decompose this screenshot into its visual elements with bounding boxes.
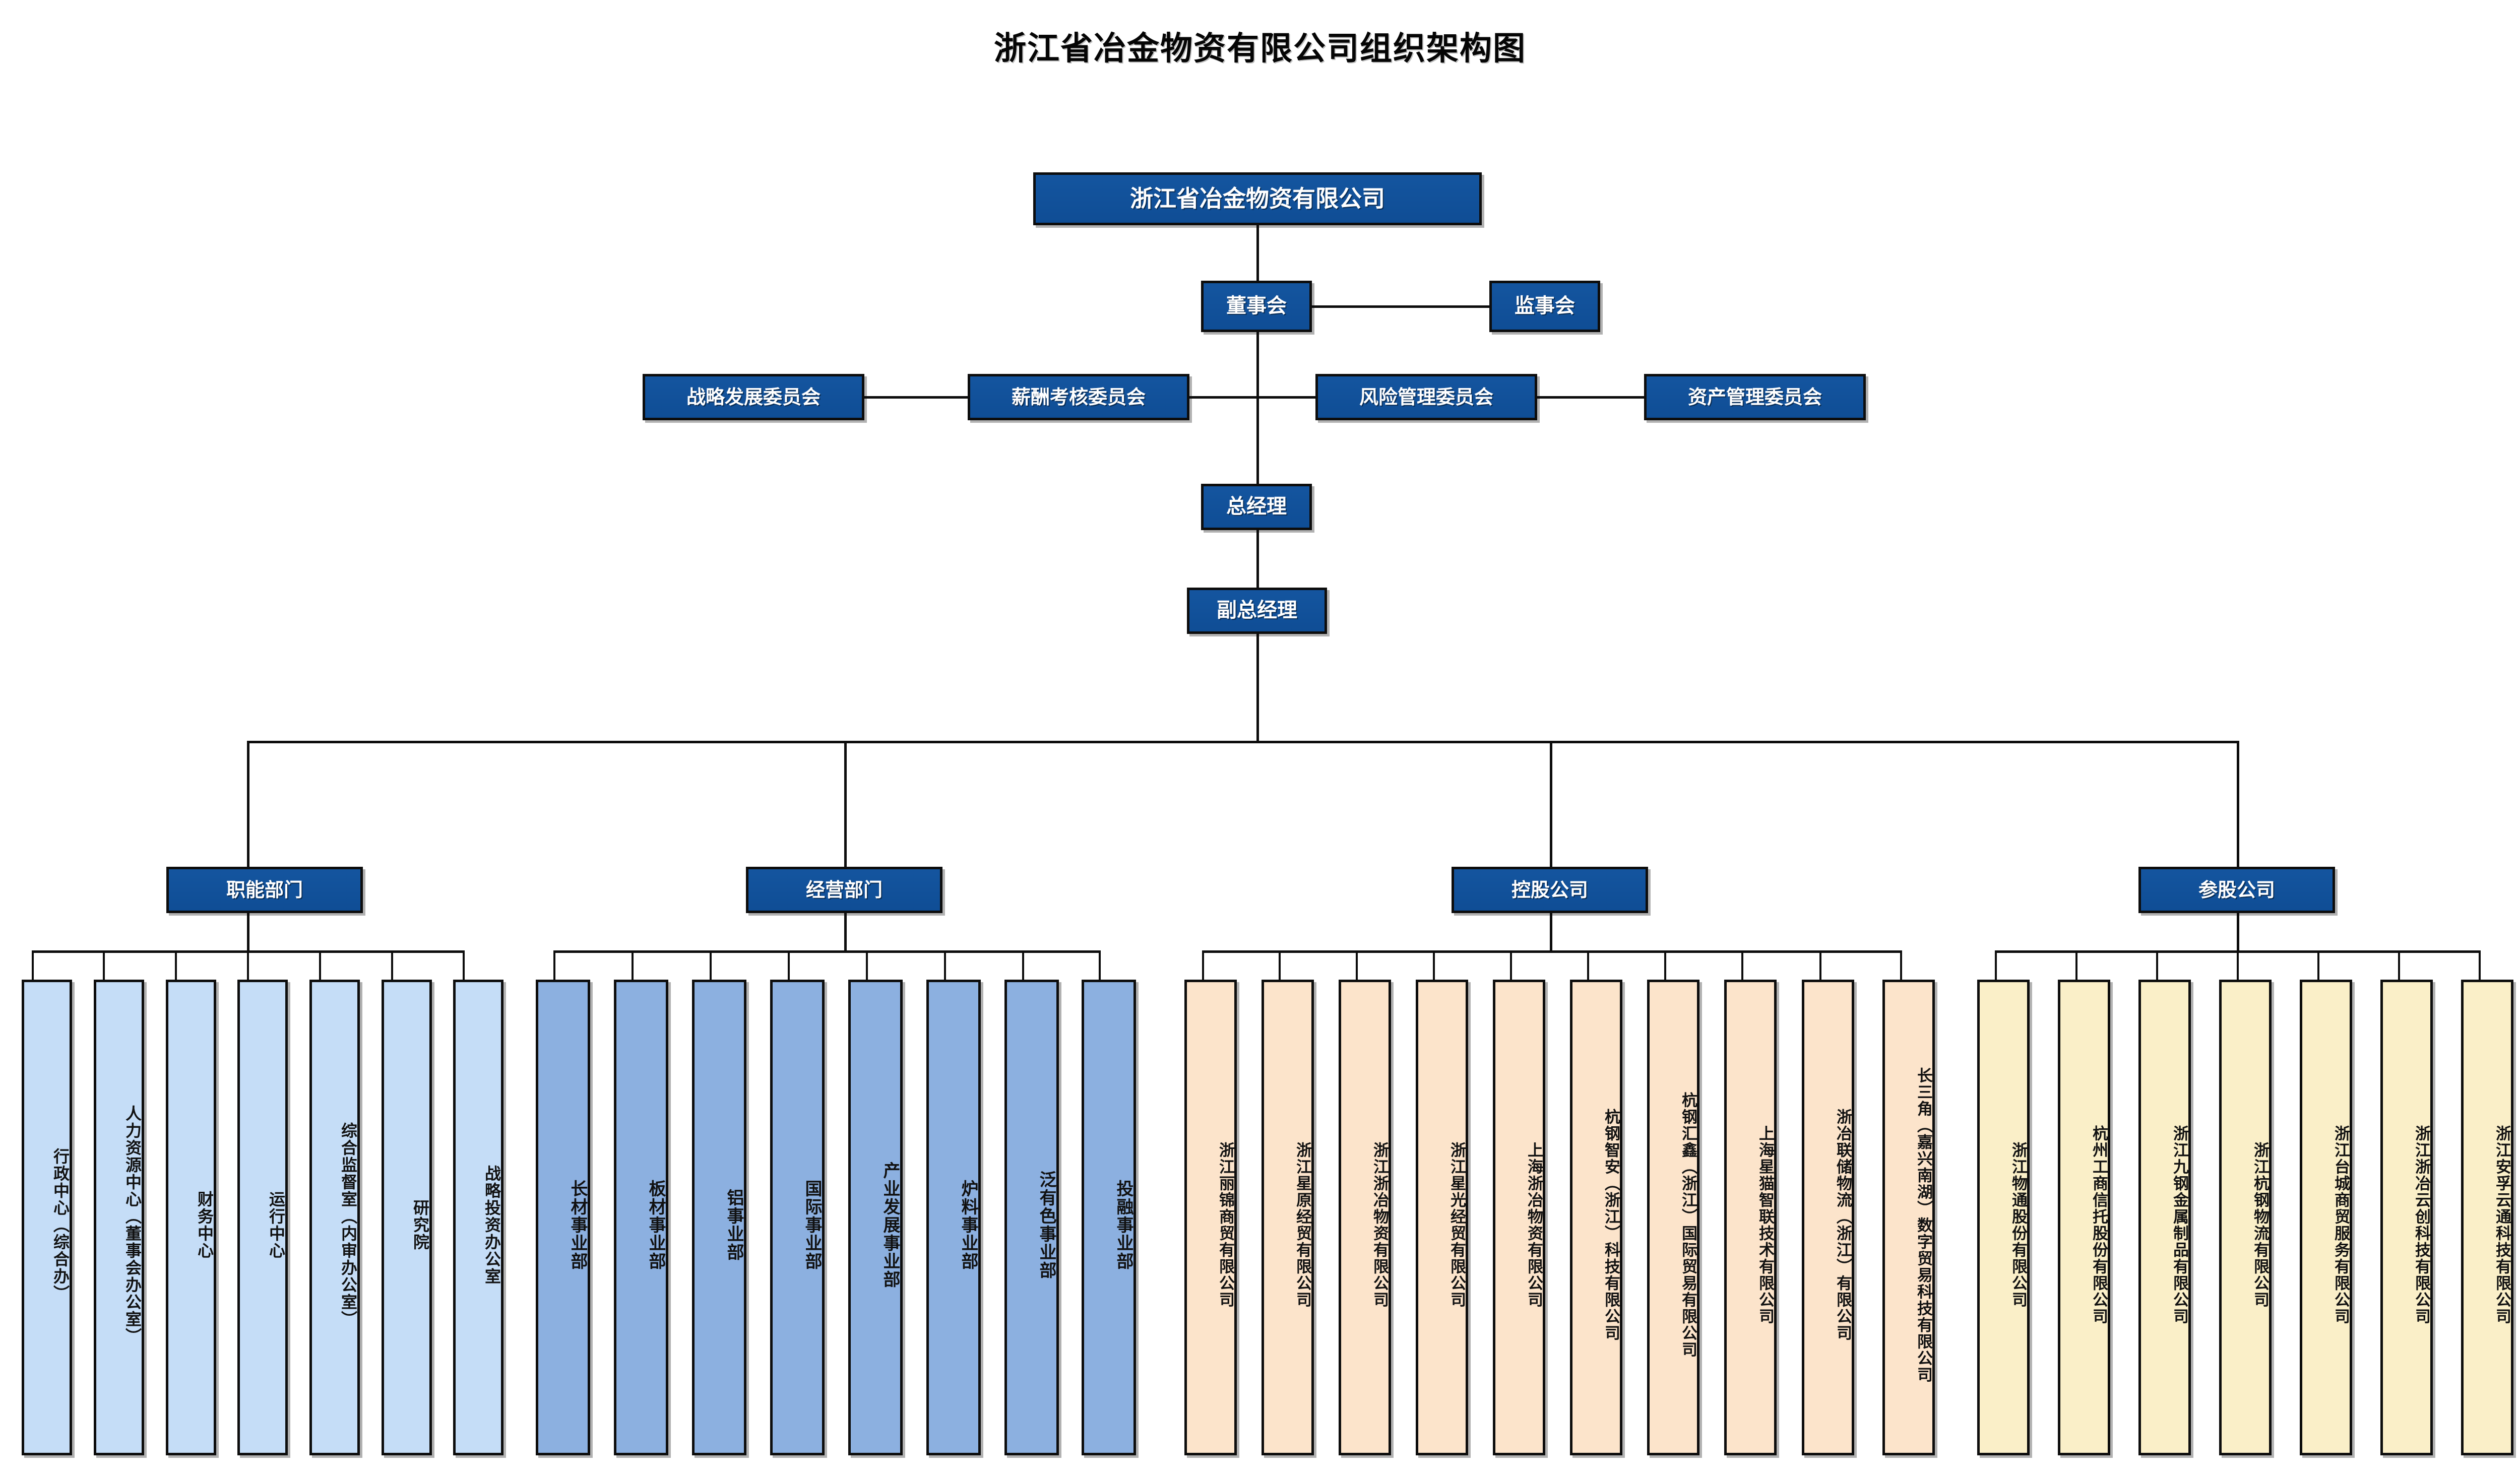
holding-company-zheye-lianchu-logistics[interactable]: 浙冶联储物流（浙江）有限公司	[1802, 980, 1854, 1455]
holding-company-yangtze-delta-digital-trade[interactable]: 长三角（嘉兴南湖）数字贸易科技有限公司	[1882, 980, 1935, 1455]
connector-bus-to-holding	[1550, 741, 1552, 867]
connector-company-board	[1256, 225, 1259, 281]
connector-holding-drop-4	[1510, 950, 1512, 981]
connector-business-drop-5	[944, 950, 946, 981]
company-root-box[interactable]: 浙江省冶金物资有限公司	[1033, 172, 1482, 225]
connector-board-supervisors	[1312, 305, 1489, 308]
business-dept-investment-financing[interactable]: 投融事业部	[1082, 980, 1136, 1455]
holding-company-shanghai-zheye[interactable]: 上海浙冶物资有限公司	[1493, 980, 1545, 1455]
connector-bus-to-participating	[2237, 741, 2239, 867]
connector-bus-to-functional	[247, 741, 249, 867]
holding-company-xingyuan-trade[interactable]: 浙江星原经贸有限公司	[1262, 980, 1314, 1455]
holding-company-zheye-materials[interactable]: 浙江浙冶物资有限公司	[1339, 980, 1391, 1455]
connector-board-to-gm	[1256, 332, 1259, 488]
business-dept-nonferrous[interactable]: 泛有色事业部	[1004, 980, 1059, 1455]
connector-business-bus	[553, 950, 1100, 953]
board-of-directors-box[interactable]: 董事会	[1201, 281, 1312, 332]
functional-dept-finance[interactable]: 财务中心	[166, 980, 216, 1455]
connector-functional-drop-0	[32, 950, 34, 981]
connector-holding-drop-1	[1279, 950, 1281, 981]
functional-dept-administration[interactable]: 行政中心（综合办）	[22, 980, 72, 1455]
business-dept-furnace-materials[interactable]: 炉料事业部	[926, 980, 981, 1455]
connector-functional-drop-5	[391, 950, 393, 981]
connector-participating-drop-2	[2156, 950, 2158, 981]
connector-holding-drop-9	[1900, 950, 1902, 981]
participating-company-zheye-yunchuang[interactable]: 浙江浙冶云创科技有限公司	[2380, 980, 2433, 1455]
connector-business-drop-1	[632, 950, 634, 981]
general-manager-box[interactable]: 总经理	[1201, 484, 1312, 530]
holding-company-xingguang-trade[interactable]: 浙江星光经贸有限公司	[1416, 980, 1468, 1455]
committee-asset-management[interactable]: 资产管理委员会	[1644, 374, 1866, 420]
connector-committee-1-2	[1189, 396, 1315, 399]
connector-business-drop-7	[1099, 950, 1101, 981]
business-dept-international[interactable]: 国际事业部	[770, 980, 825, 1455]
connector-committee-2-3	[1537, 396, 1644, 399]
participating-company-anfu-yuntong[interactable]: 浙江安孚云通科技有限公司	[2461, 980, 2513, 1455]
connector-holding-drop-2	[1356, 950, 1358, 981]
business-dept-long-products[interactable]: 长材事业部	[536, 980, 590, 1455]
group-header-participating[interactable]: 参股公司	[2138, 867, 2335, 913]
connector-holding-drop-7	[1741, 950, 1743, 981]
functional-dept-strategic-investment[interactable]: 战略投资办公室	[453, 980, 503, 1455]
holding-company-hangang-zhian[interactable]: 杭钢智安（浙江）科技有限公司	[1570, 980, 1622, 1455]
connector-holding-bus	[1202, 950, 1902, 953]
participating-company-wutong[interactable]: 浙江物通股份有限公司	[1977, 980, 2030, 1455]
connector-business-drop-4	[866, 950, 868, 981]
connector-functional-drop-1	[103, 950, 105, 981]
connector-participating-drop-6	[2479, 950, 2481, 981]
connector-gm-deputy	[1256, 530, 1259, 588]
connector-functional-stem	[247, 913, 249, 952]
functional-dept-human-resources[interactable]: 人力资源中心（董事会办公室）	[94, 980, 144, 1455]
connector-holding-drop-5	[1587, 950, 1589, 981]
connector-main-bus	[247, 741, 2239, 743]
connector-holding-drop-3	[1433, 950, 1435, 981]
holding-company-xingmao-zhilian[interactable]: 上海星猫智联技术有限公司	[1724, 980, 1777, 1455]
connector-business-drop-2	[710, 950, 712, 981]
connector-holding-drop-6	[1664, 950, 1666, 981]
committee-risk-management[interactable]: 风险管理委员会	[1315, 374, 1537, 420]
connector-functional-drop-6	[463, 950, 465, 981]
connector-participating-drop-3	[2237, 950, 2239, 981]
connector-business-drop-3	[788, 950, 790, 981]
business-dept-aluminium[interactable]: 铝事业部	[692, 980, 746, 1455]
connector-participating-drop-5	[2398, 950, 2400, 981]
connector-functional-drop-3	[247, 950, 249, 981]
group-header-functional[interactable]: 职能部门	[166, 867, 363, 913]
functional-dept-supervision[interactable]: 综合监督室（内审办公室）	[309, 980, 360, 1455]
group-header-business[interactable]: 经营部门	[746, 867, 942, 913]
holding-company-hangang-huixin[interactable]: 杭钢汇鑫（浙江）国际贸易有限公司	[1647, 980, 1699, 1455]
functional-dept-research-institute[interactable]: 研究院	[382, 980, 432, 1455]
connector-holding-drop-8	[1819, 950, 1821, 981]
connector-business-stem	[844, 913, 847, 952]
connector-bus-to-business	[844, 741, 847, 867]
committee-compensation-appraisal[interactable]: 薪酬考核委员会	[968, 374, 1189, 420]
deputy-general-manager-box[interactable]: 副总经理	[1187, 588, 1327, 634]
connector-functional-drop-4	[319, 950, 321, 981]
participating-company-taicheng-trade-service[interactable]: 浙江台城商贸服务有限公司	[2300, 980, 2352, 1455]
connector-business-drop-6	[1022, 950, 1024, 981]
participating-company-jiugang-metal[interactable]: 浙江九钢金属制品有限公司	[2138, 980, 2191, 1455]
business-dept-industry-development[interactable]: 产业发展事业部	[848, 980, 903, 1455]
connector-business-drop-0	[553, 950, 555, 981]
connector-participating-drop-1	[2075, 950, 2077, 981]
connector-committee-0-1	[864, 396, 968, 399]
participating-company-hangang-logistics[interactable]: 浙江杭钢物流有限公司	[2219, 980, 2272, 1455]
participating-company-gongshang-trust[interactable]: 杭州工商信托股份有限公司	[2058, 980, 2110, 1455]
connector-functional-drop-2	[175, 950, 177, 981]
functional-dept-operations[interactable]: 运行中心	[237, 980, 288, 1455]
connector-deputy-to-bus	[1256, 634, 1259, 743]
business-dept-plate-products[interactable]: 板材事业部	[614, 980, 668, 1455]
group-header-holding[interactable]: 控股公司	[1452, 867, 1648, 913]
connector-holding-drop-0	[1202, 950, 1204, 981]
committee-strategy-development[interactable]: 战略发展委员会	[643, 374, 864, 420]
connector-participating-stem	[2237, 913, 2239, 952]
holding-company-lijin-trade[interactable]: 浙江丽锦商贸有限公司	[1184, 980, 1237, 1455]
connector-holding-stem	[1550, 913, 1552, 952]
board-of-supervisors-box[interactable]: 监事会	[1489, 281, 1600, 332]
page-title: 浙江省冶金物资有限公司组织架构图	[994, 30, 1526, 68]
connector-participating-drop-4	[2317, 950, 2319, 981]
connector-participating-drop-0	[1995, 950, 1997, 981]
